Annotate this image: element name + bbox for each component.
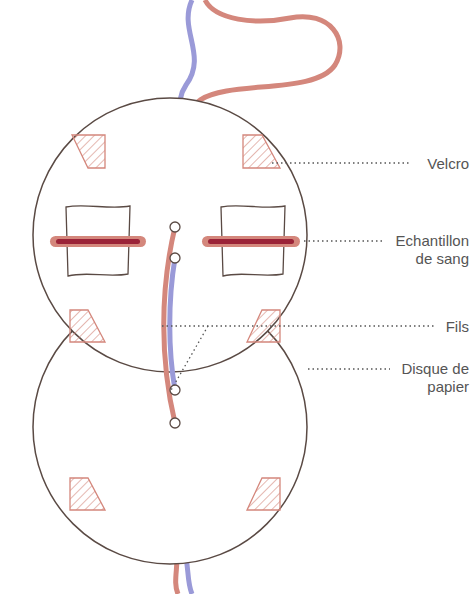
hole	[170, 222, 180, 428]
thread	[170, 258, 175, 390]
callout-label: Disque de papier	[379, 360, 469, 396]
leader-line	[162, 163, 435, 392]
callout-label: Fils	[379, 318, 469, 336]
callout-label: Echantillon de sang	[379, 232, 469, 268]
callout-label: Velcro	[379, 155, 469, 173]
thread	[188, 0, 340, 118]
velcro	[70, 135, 280, 510]
